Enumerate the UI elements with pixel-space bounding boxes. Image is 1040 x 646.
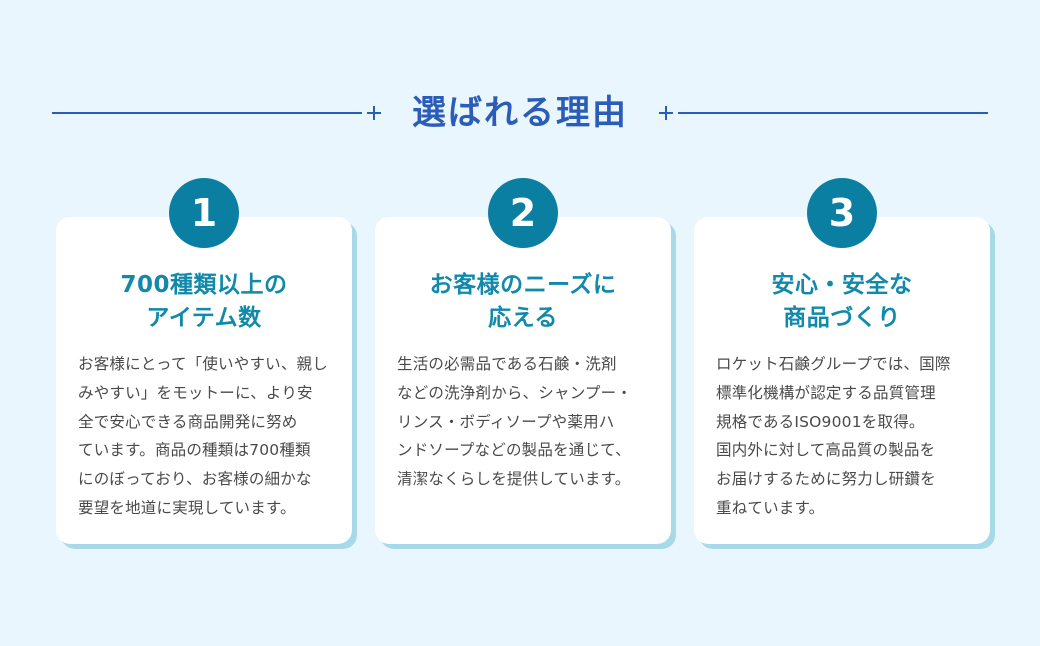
card-number-badge: 2 [488, 178, 558, 248]
heading-rule-right [678, 112, 988, 114]
reason-card: 3 安心・安全な 商品づくり ロケット石鹸グループでは、国際 標準化機構が認定す… [694, 178, 990, 545]
card-body-text: お客様にとって「使いやすい、親し みやすい」をモットーに、より安 全で安心できる… [78, 355, 328, 517]
card-body-text: 生活の必需品である石鹸・洗剤 などの洗浄剤から、シャンプー・ リンス・ボディソー… [397, 355, 633, 488]
card-number-badge: 3 [807, 178, 877, 248]
card-title: 安心・安全な 商品づくり [771, 272, 913, 331]
reason-card: 1 700種類以上の アイテム数 お客様にとって「使いやすい、親し みやすい」を… [56, 178, 352, 545]
card-title: 700種類以上の アイテム数 [120, 272, 288, 331]
page-title: 選ばれる理由 [412, 93, 628, 133]
heading-rule-left [52, 112, 362, 114]
card-title: お客様のニーズに 応える [429, 272, 617, 331]
card-number-badge: 1 [169, 178, 239, 248]
sparkle-icon [364, 103, 384, 123]
card-body-text: ロケット石鹸グループでは、国際 標準化機構が認定する品質管理 規格であるISO9… [716, 355, 951, 517]
section-heading: 選ばれる理由 [0, 96, 1040, 130]
reason-card-list: 1 700種類以上の アイテム数 お客様にとって「使いやすい、親し みやすい」を… [56, 178, 990, 545]
sparkle-icon [656, 103, 676, 123]
reason-card: 2 お客様のニーズに 応える 生活の必需品である石鹸・洗剤 などの洗浄剤から、シ… [375, 178, 671, 545]
